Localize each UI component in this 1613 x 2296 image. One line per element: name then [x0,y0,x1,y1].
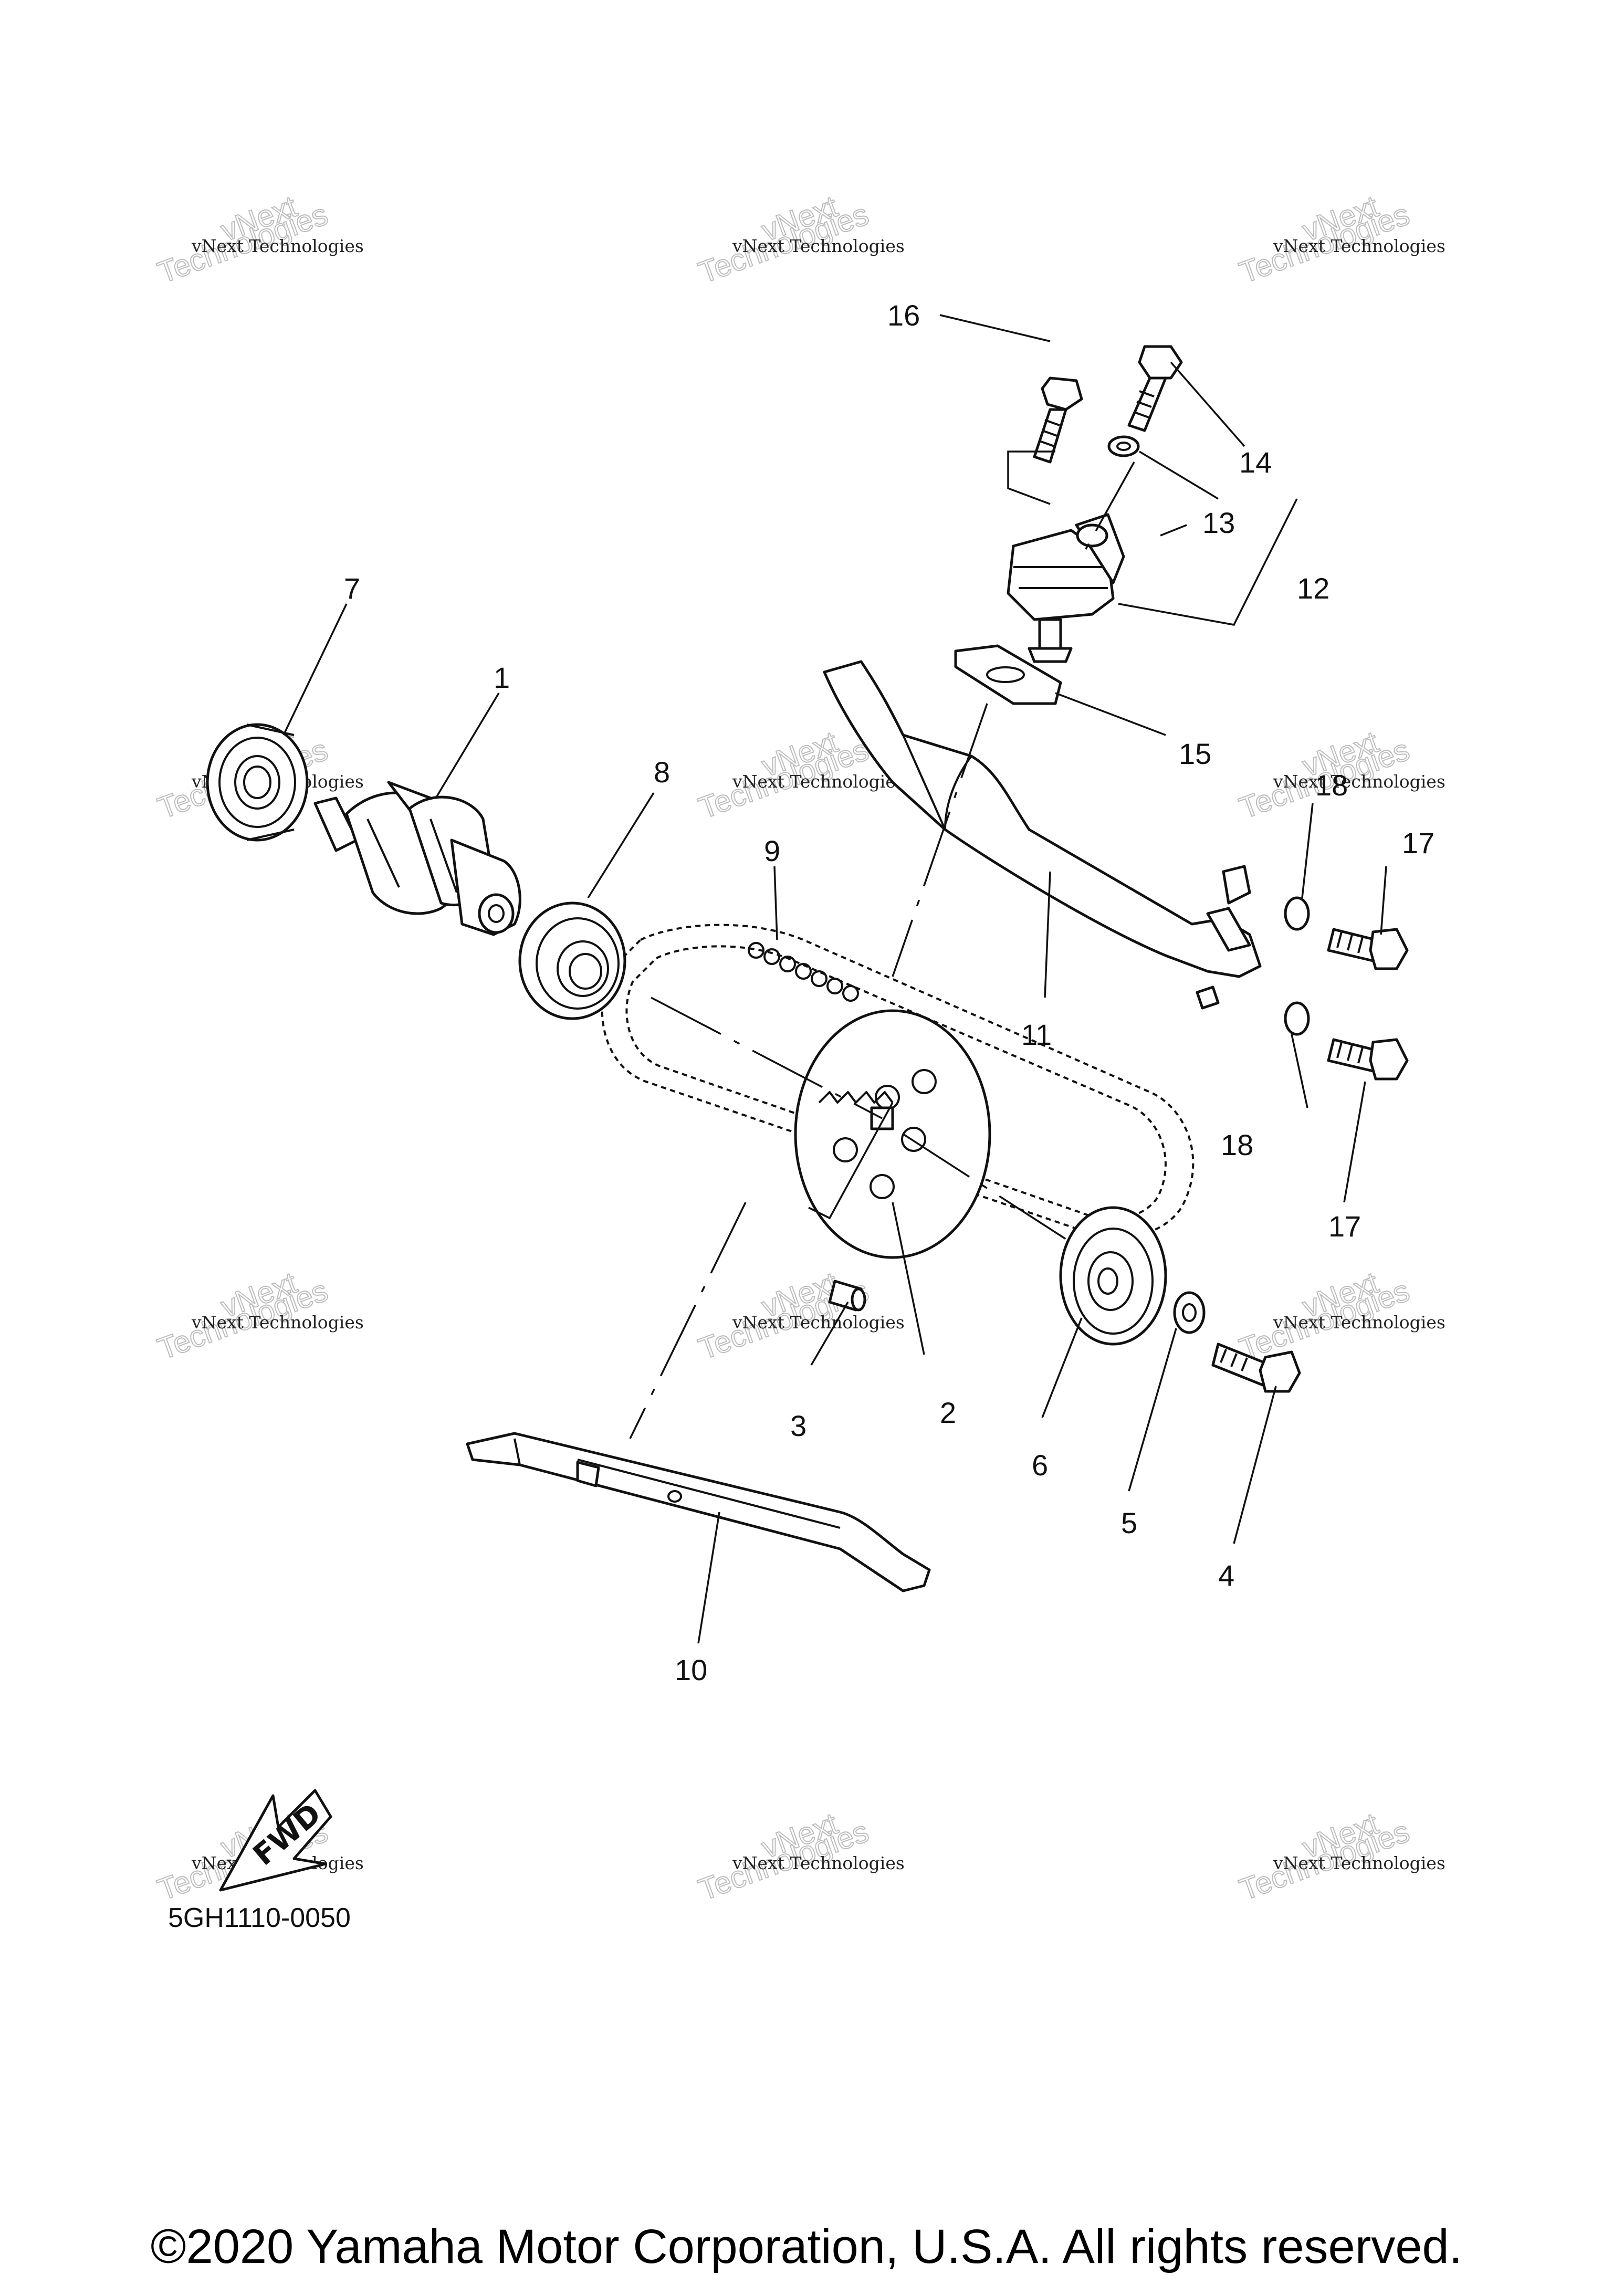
chain-links-9 [748,942,859,1002]
watermark-line1: vNext Technologies [732,1312,905,1333]
bearing-8 [518,901,626,1020]
camshaft-1 [313,781,521,936]
centre-lines [629,462,1135,1439]
callout-12: 12 [1297,572,1329,605]
chain-guide-10 [466,1432,931,1592]
callout-5: 5 [1121,1506,1137,1539]
callout-7: 7 [344,572,360,605]
leader-lines [282,314,1387,1644]
washer-18-upper [1284,896,1310,931]
gasket-15 [954,644,1062,705]
callout-17-upper: 17 [1402,826,1434,859]
washer-18-lower [1284,1001,1310,1036]
callout-15: 15 [1179,737,1211,770]
dowel-pin-3 [828,1280,866,1312]
callout-labels: 1 2 3 4 5 6 7 8 9 10 11 12 13 14 15 16 1… [344,299,1434,1686]
watermark-line1: vNext Technologies [191,236,364,256]
pulley-6 [1059,1206,1167,1346]
callout-6: 6 [1032,1449,1048,1482]
bolt-17-upper [1327,928,1409,970]
watermark-line1: vNext Technologies [732,1853,905,1873]
diagram-code: 5GH1110-0050 [168,1903,351,1933]
copyright-text: ©2020 Yamaha Motor Corporation, U.S.A. A… [151,2220,1462,2273]
callout-14: 14 [1239,446,1272,479]
callout-18-upper: 18 [1315,769,1348,802]
timing-chain [601,924,1195,1239]
bolt-4 [1211,1343,1301,1393]
bolt-14 [1127,345,1183,432]
callout-17-lower: 17 [1328,1210,1361,1243]
watermark-line1: vNext Technologies [1273,1312,1446,1333]
callout-16: 16 [887,299,920,332]
cam-sprocket-2 [794,1009,991,1259]
washer-13 [1107,435,1140,457]
washer-5 [1173,1291,1206,1334]
tensioner-assembly-12 [1007,513,1125,663]
watermark-line1: vNext Technologies [191,1312,364,1333]
callout-3: 3 [790,1409,806,1442]
callout-1: 1 [494,661,510,694]
callout-8: 8 [654,756,670,789]
callout-4: 4 [1218,1559,1234,1592]
callout-10: 10 [675,1653,707,1686]
watermark-line1: vNext Technologies [1273,1853,1446,1873]
bolt-17-lower [1327,1038,1409,1081]
watermark-line1: vNext Technologies [1273,771,1446,792]
watermark-line1: vNext Technologies [732,771,905,792]
callout-9: 9 [764,834,780,867]
fwd-arrow: FWD [219,1789,332,1892]
callout-18-lower: 18 [1221,1128,1253,1161]
bolt-16 [1033,376,1083,464]
watermark-line1: vNext Technologies [1273,236,1446,256]
callout-13: 13 [1202,506,1235,539]
bearing-7 [206,723,309,842]
tensioner-arm-11 [823,660,1262,1010]
watermark-line1: vNext Technologies [732,236,905,256]
callout-11: 11 [1021,1018,1052,1051]
callout-2: 2 [940,1396,956,1429]
